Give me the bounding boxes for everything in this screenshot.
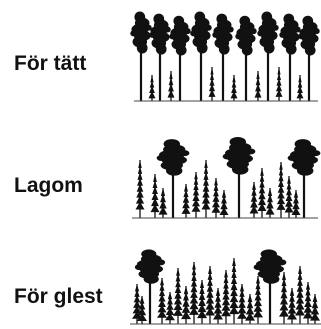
dense-pine-1 <box>130 11 152 101</box>
lagom-conifer-1 <box>135 160 145 218</box>
label-too-sparse: För glest <box>14 285 103 308</box>
lagom-conifer-7 <box>211 178 221 218</box>
sparse-conifer-1 <box>132 284 142 324</box>
dense-sapling-6 <box>275 67 283 101</box>
lagom-conifer-6 <box>201 160 211 218</box>
lagom-conifer-14 <box>291 190 301 218</box>
sparse-pine-1 <box>134 249 166 324</box>
dense-sapling-3 <box>208 67 216 101</box>
sparse-conifer-18 <box>295 266 305 324</box>
sparse-pine-2 <box>253 249 287 324</box>
lagom-conifer-11 <box>265 188 275 218</box>
dense-sapling-7 <box>296 75 304 101</box>
dense-sapling-5 <box>254 71 262 101</box>
sparse-conifer-5 <box>173 268 183 324</box>
sparse-conifer-6 <box>181 286 191 324</box>
lagom-conifer-10 <box>257 168 267 218</box>
sparse-conifer-16 <box>279 272 289 324</box>
lagom-conifer-2 <box>150 174 160 218</box>
dense-pine-4 <box>190 11 212 101</box>
label-too-dense: För tätt <box>14 52 87 75</box>
dense-pine-5 <box>212 13 234 101</box>
dense-sapling-2 <box>167 71 175 101</box>
sparse-conifer-10 <box>213 288 223 324</box>
sparse-conifer-17 <box>287 288 297 324</box>
stand-too-sparse <box>130 249 321 325</box>
dense-sapling-4 <box>230 75 238 101</box>
lagom-conifer-12 <box>276 162 286 218</box>
sparse-conifer-19 <box>303 282 313 324</box>
stand-just-right <box>132 136 321 219</box>
sparse-conifer-8 <box>197 280 207 324</box>
sparse-conifer-20 <box>310 294 320 324</box>
dense-sapling-1 <box>148 75 156 101</box>
dense-pine-9 <box>298 15 320 101</box>
sparse-conifer-15 <box>253 276 263 324</box>
sparse-conifer-9 <box>205 266 215 324</box>
sparse-conifer-12 <box>229 258 239 324</box>
dense-pine-8 <box>279 13 301 101</box>
sparse-conifer-3 <box>157 278 167 324</box>
lagom-conifer-9 <box>249 182 259 218</box>
lagom-conifer-4 <box>181 184 191 218</box>
dense-pine-3 <box>169 15 191 101</box>
sparse-conifer-11 <box>221 270 231 324</box>
sparse-conifer-2 <box>137 296 147 324</box>
lagom-pine-3 <box>287 139 321 218</box>
stand-too-dense <box>130 11 320 102</box>
sparse-conifer-4 <box>165 292 175 324</box>
dense-pine-7 <box>257 11 279 101</box>
lagom-conifer-5 <box>191 172 201 218</box>
sparse-conifer-7 <box>189 262 199 324</box>
dense-pine-6 <box>235 15 257 101</box>
dense-pine-2 <box>149 13 171 101</box>
lagom-pine-1 <box>156 139 190 218</box>
lagom-conifer-13 <box>284 176 294 218</box>
label-just-right: Lagom <box>14 174 83 197</box>
sparse-conifer-13 <box>237 284 247 324</box>
lagom-conifer-8 <box>219 190 229 218</box>
sparse-conifer-14 <box>245 294 255 324</box>
lagom-pine-2 <box>222 136 256 218</box>
lagom-conifer-3 <box>158 188 168 218</box>
